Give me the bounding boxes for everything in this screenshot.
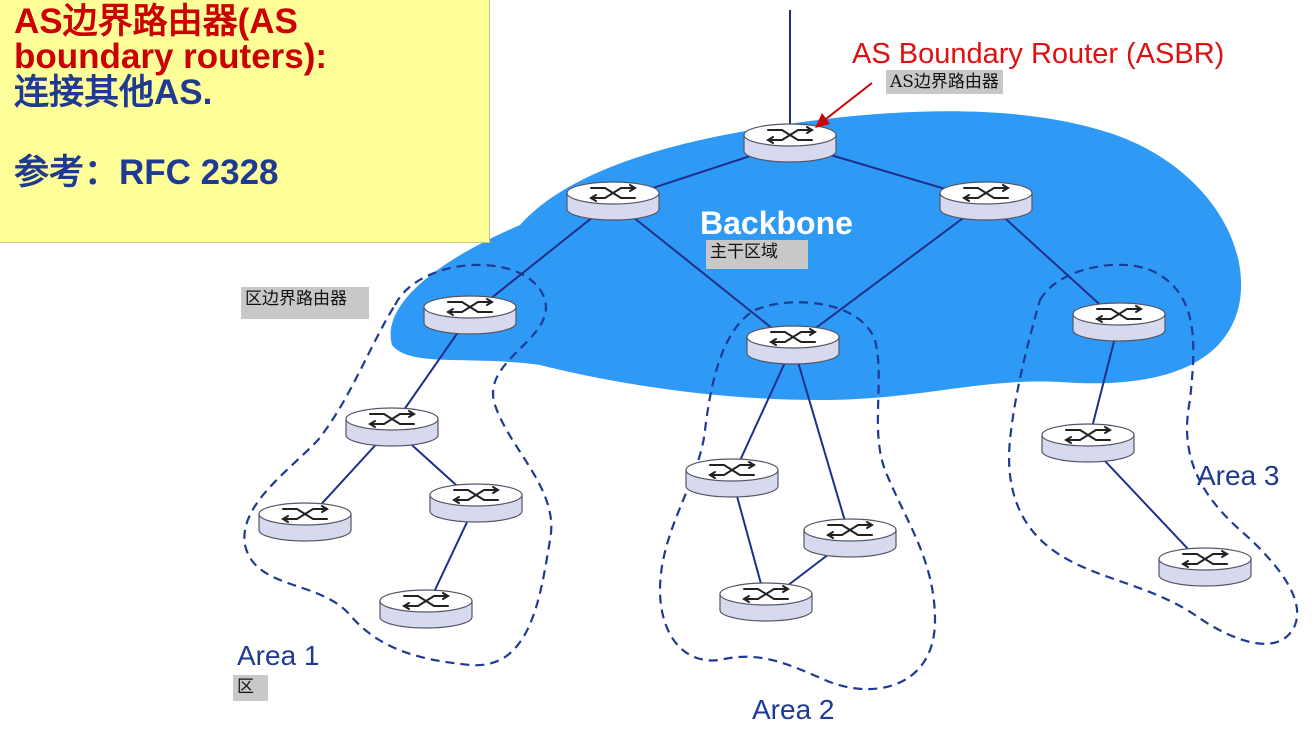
router-a3-r2 [1158,547,1252,587]
router-symbol-icon [402,592,450,610]
link-abr-area2-a2-r1 [731,344,794,479]
backbone-label: Backbone [700,205,853,241]
router-abr-area1 [423,295,517,335]
router-symbol-icon [962,184,1010,202]
router-a1-r1 [345,407,439,447]
router-a3-r1 [1041,423,1135,463]
router-symbol-icon [589,184,637,202]
area2-boundary [658,301,937,691]
note-reference: 参考：RFC 2328 [14,153,279,192]
asbr-explanation-note: AS边界路由器(AS boundary routers): 连接其他AS. 参考… [0,0,490,243]
router-bb-right [939,181,1033,221]
router-symbol-icon [826,521,874,539]
asbr-pointer-arrowhead [815,113,830,128]
router-abr-area3 [1072,302,1166,342]
router-symbol-icon [446,298,494,316]
area1-label: Area 1 [237,640,320,671]
note-title-line2: boundary routers): [14,37,328,76]
router-symbol-icon [769,328,817,346]
router-a1-r3 [429,483,523,523]
asbr-cn-tag: AS边界路由器 [886,70,1003,94]
link-abr-area2-a2-r2 [792,344,851,539]
area3-label: Area 3 [1197,460,1280,491]
area3-boundary [1008,263,1299,645]
router-a1-r2 [258,502,352,542]
router-symbol-icon [281,505,329,523]
backbone-cn-tag: 主干区域 [706,240,808,269]
link-bb-right-abr-area2 [792,200,987,346]
router-a2-r1 [685,458,779,498]
router-a1-r4 [379,589,473,629]
router-symbol-icon [742,585,790,603]
area-border-router-cn-tag: 区边界路由器 [241,287,369,319]
note-subtitle: 连接其他AS. [14,73,213,112]
router-bb-left [566,181,660,221]
link-a3-r1-a3-r2 [1087,442,1206,568]
router-symbol-icon [368,410,416,428]
link-bb-left-abr-area2 [612,200,794,346]
link-bb-left-abr-area1 [469,200,614,316]
link-a2-r1-a2-r3 [731,477,767,603]
area1-boundary [243,263,553,667]
router-symbol-icon [1181,550,1229,568]
link-bb-right-abr-area3 [985,200,1120,323]
router-a2-r3 [719,582,813,622]
link-abr-area3-a3-r1 [1087,321,1120,444]
router-abr-area2 [746,325,840,365]
asbr-pointer-arrow [821,82,873,123]
router-symbol-icon [708,461,756,479]
router-symbol-icon [452,486,500,504]
area2-label: Area 2 [752,694,835,725]
asbr-label: AS Boundary Router (ASBR) [852,38,1225,70]
router-symbol-icon [1095,305,1143,323]
area1-cn-tag: 区 [233,675,268,701]
router-a2-r2 [803,518,897,558]
note-title-line1: AS边界路由器(AS [14,2,298,41]
router-asbr [743,123,837,163]
router-symbol-icon [766,126,814,144]
router-symbol-icon [1064,426,1112,444]
